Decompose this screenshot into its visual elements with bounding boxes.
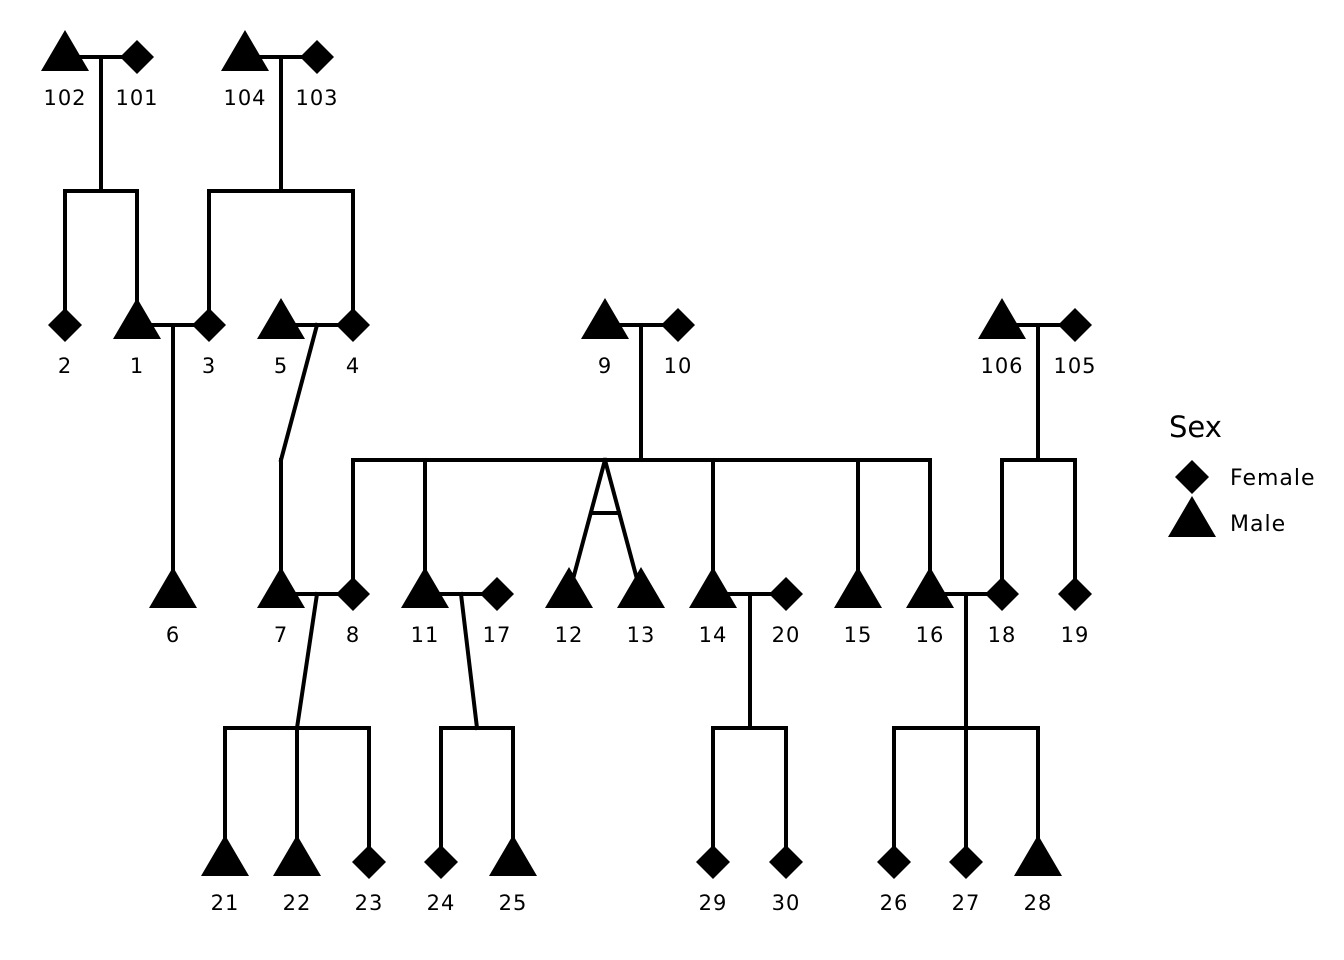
individual-label: 5: [274, 354, 288, 378]
male-triangle-icon: [489, 835, 537, 876]
male-triangle-icon: [257, 567, 305, 608]
individual-label: 8: [346, 623, 360, 647]
male-triangle-icon: [834, 567, 882, 608]
legend: Sex Female Male: [1168, 410, 1316, 537]
individual-label: 104: [223, 86, 266, 110]
male-triangle-icon: [41, 30, 89, 71]
female-diamond-icon: [192, 308, 226, 342]
pedigree-symbols: [41, 30, 1092, 879]
male-triangle-icon: [617, 567, 665, 608]
individual-label: 27: [952, 891, 981, 915]
individual-label: 13: [627, 623, 656, 647]
female-diamond-icon: [769, 845, 803, 879]
female-diamond-icon: [48, 308, 82, 342]
individual-label: 11: [411, 623, 440, 647]
individual-label: 28: [1024, 891, 1053, 915]
female-diamond-icon: [336, 308, 370, 342]
female-diamond-icon: [424, 845, 458, 879]
individual-label: 9: [598, 354, 612, 378]
male-triangle-icon: [221, 30, 269, 71]
individual-label: 6: [166, 623, 180, 647]
individual-label: 19: [1061, 623, 1090, 647]
individual-label: 15: [844, 623, 873, 647]
relationship-line: [458, 591, 480, 731]
individual-label: 1: [130, 354, 144, 378]
legend-female-diamond-icon: [1175, 460, 1209, 494]
legend-title: Sex: [1169, 410, 1222, 444]
relationship-line: [566, 457, 608, 597]
individual-label: 21: [211, 891, 240, 915]
female-diamond-icon: [769, 577, 803, 611]
relationship-line: [602, 457, 644, 597]
relationship-line: [278, 322, 320, 463]
male-triangle-icon: [545, 567, 593, 608]
individual-label: 105: [1053, 354, 1096, 378]
individual-label: 101: [115, 86, 158, 110]
female-diamond-icon: [352, 845, 386, 879]
individual-label: 103: [295, 86, 338, 110]
individual-label: 2: [58, 354, 72, 378]
male-triangle-icon: [581, 298, 629, 339]
individual-label: 4: [346, 354, 360, 378]
individual-label: 26: [880, 891, 909, 915]
female-diamond-icon: [480, 577, 514, 611]
individual-label: 12: [555, 623, 584, 647]
legend-label-male: Male: [1230, 512, 1286, 537]
male-triangle-icon: [257, 298, 305, 339]
individual-label: 17: [483, 623, 512, 647]
male-triangle-icon: [113, 298, 161, 339]
male-triangle-icon: [1014, 835, 1062, 876]
female-diamond-icon: [1058, 577, 1092, 611]
male-triangle-icon: [273, 835, 321, 876]
male-triangle-icon: [401, 567, 449, 608]
female-diamond-icon: [336, 577, 370, 611]
female-diamond-icon: [985, 577, 1019, 611]
individual-label: 20: [772, 623, 801, 647]
female-diamond-icon: [120, 40, 154, 74]
individual-label: 29: [699, 891, 728, 915]
male-triangle-icon: [978, 298, 1026, 339]
female-diamond-icon: [949, 845, 983, 879]
relationship-line: [294, 591, 320, 731]
legend-male-triangle-icon: [1168, 496, 1216, 537]
female-diamond-icon: [696, 845, 730, 879]
pedigree-lines: [63, 55, 1077, 864]
individual-label: 7: [274, 623, 288, 647]
male-triangle-icon: [906, 567, 954, 608]
individual-label: 10: [664, 354, 693, 378]
individual-label: 23: [355, 891, 384, 915]
individual-label: 16: [916, 623, 945, 647]
individual-label: 106: [980, 354, 1023, 378]
male-triangle-icon: [689, 567, 737, 608]
individual-label: 22: [283, 891, 312, 915]
individual-label: 25: [499, 891, 528, 915]
individual-label: 14: [699, 623, 728, 647]
individual-label: 102: [43, 86, 86, 110]
male-triangle-icon: [149, 567, 197, 608]
female-diamond-icon: [1058, 308, 1092, 342]
individual-label: 3: [202, 354, 216, 378]
female-diamond-icon: [877, 845, 911, 879]
male-triangle-icon: [201, 835, 249, 876]
female-diamond-icon: [661, 308, 695, 342]
individual-label: 30: [772, 891, 801, 915]
individual-label: 18: [988, 623, 1017, 647]
female-diamond-icon: [300, 40, 334, 74]
legend-label-female: Female: [1230, 466, 1316, 491]
individual-label: 24: [427, 891, 456, 915]
